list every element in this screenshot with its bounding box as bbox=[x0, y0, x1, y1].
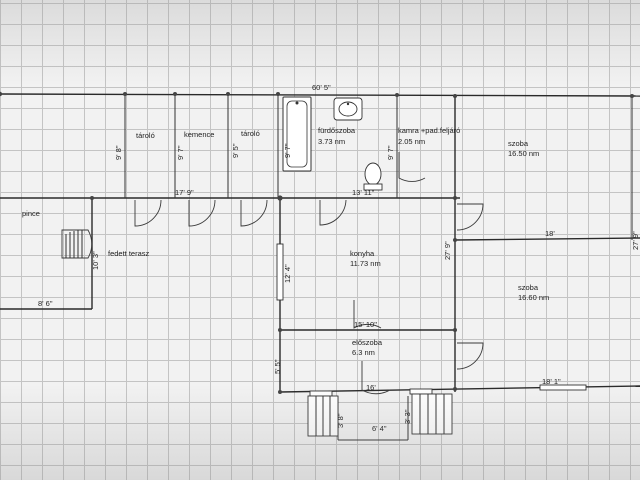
label-kemence: kemence bbox=[184, 130, 214, 139]
dim-top-total: 60' 5" bbox=[312, 83, 331, 92]
label-eloszoba: előszoba bbox=[352, 338, 383, 347]
dim-konyha-h: 12' 4" bbox=[283, 264, 292, 283]
label-konyha-area: 11.73 nm bbox=[350, 259, 381, 268]
wall-nodes bbox=[0, 91, 634, 394]
label-furdoszoba: fürdőszoba bbox=[318, 126, 356, 135]
dim-eloszoba-h: 5' 5" bbox=[273, 359, 282, 374]
label-szoba-right: szoba bbox=[518, 283, 539, 292]
dim-tarolo2-h: 9' 5" bbox=[231, 143, 240, 158]
dim-row-width: 17' 9" bbox=[175, 188, 194, 197]
label-eloszoba-area: 6.3 nm bbox=[352, 348, 375, 357]
label-fedett-terasz: fedett terasz bbox=[108, 249, 150, 258]
dim-tarolo1-h: 9' 8" bbox=[114, 145, 123, 160]
dimension-labels: 60' 5" 9' 8" 9' 7" 9' 5" 9' 7" 9' 7" 17'… bbox=[38, 83, 640, 433]
label-furdoszoba-area: 3.73 nm bbox=[318, 137, 345, 146]
dim-stair-right-h: 3' 3" bbox=[403, 409, 412, 424]
windows bbox=[276, 243, 587, 397]
dim-kamra-h: 9' 7" bbox=[386, 145, 395, 160]
label-tarolo-1: tároló bbox=[136, 131, 155, 140]
doors bbox=[61, 152, 484, 395]
dim-stair-left-h: 3' 8" bbox=[336, 413, 345, 428]
dim-kemence-h: 9' 7" bbox=[176, 145, 185, 160]
dim-terasz-h: 10' 3" bbox=[91, 251, 100, 270]
label-tarolo-2: tároló bbox=[241, 129, 260, 138]
dim-right-h1: 27' 9" bbox=[443, 241, 452, 260]
label-pince: pince bbox=[22, 209, 40, 218]
room-labels: pince tároló kemence tároló fürdőszoba 3… bbox=[22, 126, 549, 357]
dim-step-w: 16' bbox=[366, 383, 376, 392]
dim-furdo-h: 9' 7" bbox=[283, 143, 292, 158]
dim-right-h2: 27' 9" bbox=[631, 231, 640, 250]
dim-right-w: 18' bbox=[545, 229, 555, 238]
label-kamra: kamra +pad.feljáró bbox=[398, 126, 460, 135]
dim-konyha-w: 15' 10" bbox=[354, 320, 377, 329]
dim-bottom-w: 6' 4" bbox=[372, 424, 387, 433]
label-szoba-top: szoba bbox=[508, 139, 529, 148]
dim-kamra-width: 13' 11" bbox=[352, 188, 375, 197]
label-konyha: konyha bbox=[350, 249, 375, 258]
dim-pince-w: 8' 6" bbox=[38, 299, 53, 308]
entrance-stairs bbox=[307, 393, 453, 437]
bathroom-fixtures bbox=[282, 96, 383, 191]
label-kamra-area: 2.05 nm bbox=[398, 137, 425, 146]
label-szoba-right-area: 16.60 nm bbox=[518, 293, 549, 302]
label-szoba-top-area: 16.50 nm bbox=[508, 149, 539, 158]
dim-bottom-right-w: 18' 1" bbox=[542, 377, 561, 386]
